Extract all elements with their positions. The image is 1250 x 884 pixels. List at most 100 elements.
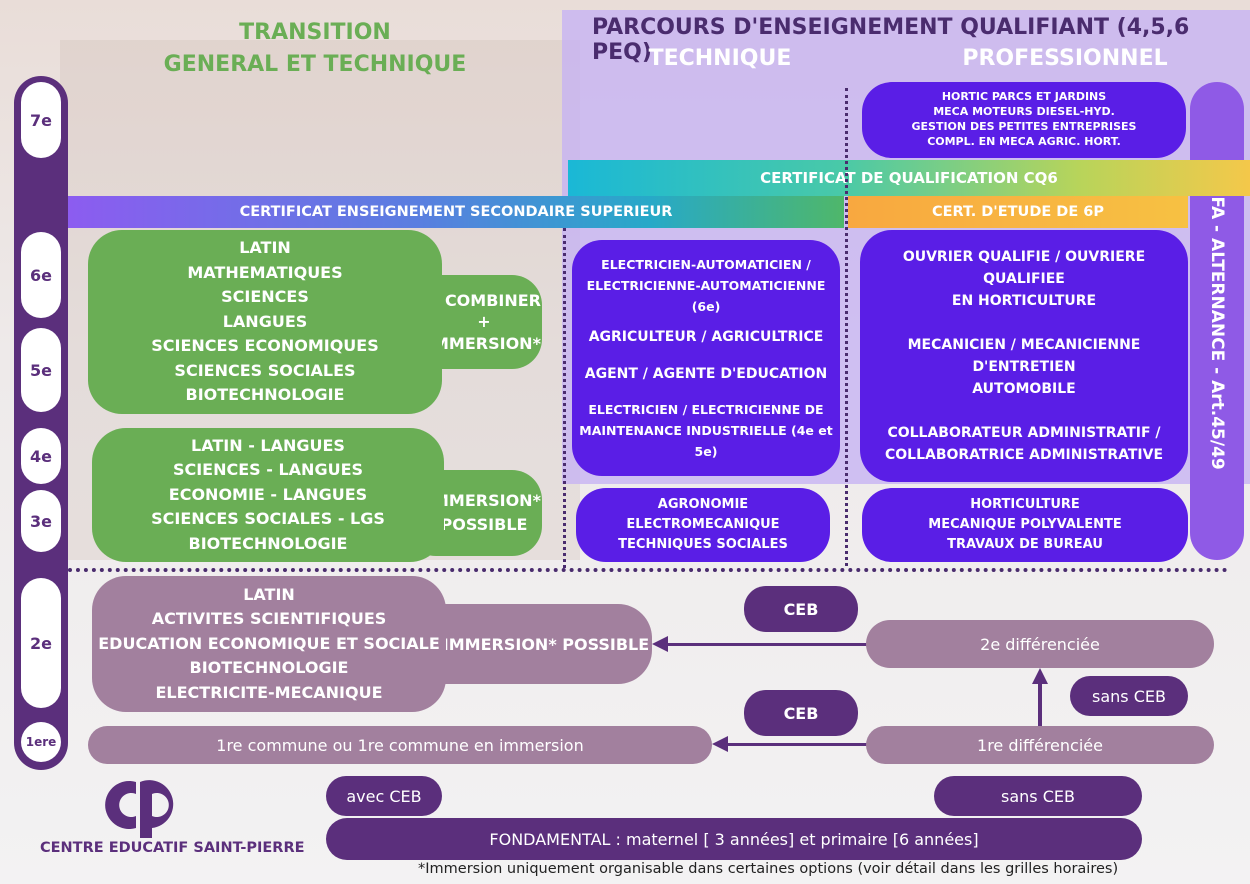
option-item: MAINTENANCE INDUSTRIELLE (4e et 5e) (579, 423, 833, 459)
option-item: SCIENCES ECONOMIQUES (151, 336, 379, 356)
spacer (572, 348, 840, 364)
second-diff-pill: 2e différenciée (866, 620, 1214, 668)
option-item: ACTIVITES SCIENTIFIQUES (151, 609, 387, 629)
logo-text: CENTRE EDUCATIF SAINT-PIERRE (40, 840, 305, 856)
option-item: AUTOMOBILE (972, 381, 1076, 397)
option-item: BIOTECHNOLOGIE (188, 533, 348, 553)
peq-header: PARCOURS D'ENSEIGNEMENT QUALIFIANT (4,5,… (592, 15, 1190, 65)
option-item: LATIN (239, 238, 291, 258)
cess-bar: CERTIFICAT ENSEIGNEMENT SECONDAIRE SUPER… (68, 196, 844, 228)
seventh-option: HORTIC PARCS ET JARDINS (941, 90, 1107, 104)
year-1: 1ere (21, 722, 61, 762)
option-item: ELECTRICITE-MECANIQUE (155, 682, 383, 702)
option-item: OUVRIER QUALIFIE / OUVRIERE QUALIFIEE (902, 249, 1146, 287)
year-7-label: 7e (30, 110, 52, 130)
option-item: AGRONOMIE (657, 497, 749, 512)
separator-general-technique (563, 228, 566, 568)
option-item: COLLABORATRICE ADMINISTRATIVE (884, 447, 1164, 463)
year-5: 5e (21, 328, 61, 412)
option-item: ELECTRICIEN / ELECTRICIENNE DE (588, 402, 824, 417)
general-lower-block: LATIN - LANGUES SCIENCES - LANGUES ECONO… (92, 428, 444, 562)
option-item: EN HORTICULTURE (951, 293, 1097, 309)
arrow-1re-line (728, 743, 870, 746)
spacer (572, 385, 840, 399)
option-item: TECHNIQUES SOCIALES (618, 537, 788, 552)
option-item: ELECTRICIEN-AUTOMATICIEN / (601, 257, 811, 272)
year-4: 4e (21, 428, 61, 484)
option-item: ELECTRICIENNE-AUTOMATICIENNE (6e) (586, 278, 826, 314)
option-item: ELECTROMECANIQUE (626, 517, 780, 532)
technique-header: TECHNIQUE (648, 45, 792, 71)
ceb-badge-bottom: CEB (744, 690, 858, 736)
first-common-pill: 1re commune ou 1re commune en immersion (88, 726, 712, 764)
option-item: AGENT / AGENTE D'EDUCATION (584, 366, 828, 382)
option-item: SCIENCES - LANGUES (172, 460, 364, 480)
arrow-up-line (1038, 684, 1042, 726)
transition-line2: GENERAL ET TECHNIQUE (163, 52, 467, 77)
option-item: TRAVAUX DE BUREAU (947, 537, 1103, 552)
option-item: SCIENCES SOCIALES - LGS (151, 509, 385, 529)
spacer (860, 312, 1188, 334)
cep-logo-icon (105, 780, 174, 838)
pro-lower-block: HORTICULTURE MECANIQUE POLYVALENTE TRAVA… (862, 488, 1188, 562)
pro-upper-block: OUVRIER QUALIFIE / OUVRIERE QUALIFIEE EN… (860, 230, 1188, 482)
side-text: IMMERSION* (427, 491, 541, 510)
side-text: IMMERSION* (427, 333, 541, 353)
arrow-2e-head (652, 636, 668, 652)
professionnel-header: PROFESSIONNEL (962, 45, 1168, 71)
year-3: 3e (21, 490, 61, 552)
arrow-1re-head (712, 736, 728, 752)
year-2-label: 2e (30, 633, 52, 653)
sans-ceb-badge: sans CEB (934, 776, 1142, 816)
second-year-block: LATIN ACTIVITES SCIENTIFIQUES EDUCATION … (92, 576, 446, 712)
technique-lower-block: AGRONOMIE ELECTROMECANIQUE TECHNIQUES SO… (576, 488, 830, 562)
option-item: ECONOMIE - LANGUES (168, 484, 368, 504)
avec-ceb-badge: avec CEB (326, 776, 442, 816)
spacer (860, 400, 1188, 422)
option-item: LATIN (243, 584, 295, 604)
cep-logo (96, 772, 196, 838)
spacer (572, 317, 840, 327)
year-6: 6e (21, 232, 61, 318)
option-item: MECANIQUE POLYVALENTE (928, 517, 1122, 532)
footnote: *Immersion uniquement organisable dans c… (418, 861, 1119, 877)
side-text: POSSIBLE (440, 515, 528, 534)
arrow-up-head (1032, 668, 1048, 684)
transition-header: TRANSITION GENERAL ET TECHNIQUE (150, 14, 480, 84)
year-6-label: 6e (30, 265, 52, 285)
option-item: EDUCATION ECONOMIQUE ET SOCIALE (98, 633, 440, 653)
option-item: MECANICIEN / MECANICIENNE D'ENTRETIEN (907, 337, 1141, 375)
seventh-option: GESTION DES PETITES ENTREPRISES (911, 120, 1137, 133)
option-item: HORTICULTURE (970, 497, 1080, 512)
arrow-2e-line (666, 643, 870, 646)
seventh-options: HORTIC PARCS ET JARDINS MECA MOTEURS DIE… (862, 82, 1186, 158)
option-item: LATIN - LANGUES (191, 435, 345, 455)
transition-line1: TRANSITION (239, 20, 391, 46)
year-4-label: 4e (30, 446, 52, 466)
second-side-text: IMMERSION* POSSIBLE (442, 634, 650, 654)
first-diff-pill: 1re différenciée (866, 726, 1214, 764)
option-item: MATHEMATIQUES (187, 262, 343, 282)
general-upper-block: LATIN MATHEMATIQUES SCIENCES LANGUES SCI… (88, 230, 442, 414)
seventh-option: COMPL. EN MECA AGRIC. HORT. (927, 134, 1121, 148)
separator-technique-pro (845, 88, 848, 566)
option-item: AGRICULTEUR / AGRICULTRICE (588, 329, 824, 345)
option-item: COLLABORATEUR ADMINISTRATIF / (887, 425, 1161, 441)
year-2: 2e (21, 578, 61, 708)
year-1-label: 1ere (25, 735, 57, 749)
year-3-label: 3e (30, 511, 52, 531)
year-7: 7e (21, 82, 61, 158)
technique-upper-block: ELECTRICIEN-AUTOMATICIEN / ELECTRICIENNE… (572, 240, 840, 476)
year-5-label: 5e (30, 360, 52, 380)
option-item: LANGUES (222, 311, 308, 331)
fondamental-bar: FONDAMENTAL : maternel [ 3 années] et pr… (326, 818, 1142, 860)
option-item: BIOTECHNOLOGIE (189, 658, 349, 678)
seventh-option: MECA MOTEURS DIESEL-HYD. (933, 105, 1115, 119)
side-text: + (477, 312, 491, 332)
cq6-bar: CERTIFICAT DE QUALIFICATION CQ6 (568, 160, 1250, 196)
sans-ceb-small-badge: sans CEB (1070, 676, 1188, 716)
ceb-badge-top: CEB (744, 586, 858, 632)
ce6p-bar: CERT. D'ETUDE DE 6P (848, 196, 1188, 228)
separator-degree (68, 568, 1228, 572)
option-item: BIOTECHNOLOGIE (185, 385, 345, 405)
